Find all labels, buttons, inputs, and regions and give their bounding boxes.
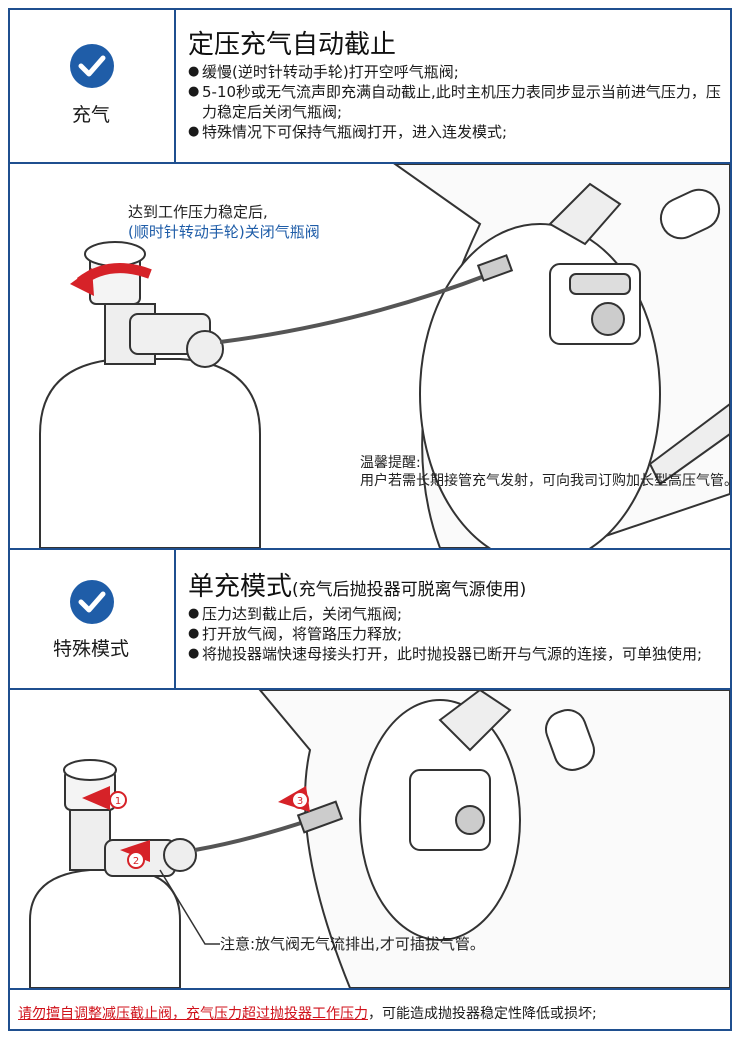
- step-number: 2: [133, 856, 139, 867]
- reminder-title: 温馨提醒:: [360, 455, 421, 471]
- footer-warning: 请勿擅自调整减压截止阀，充气压力超过抛投器工作压力，可能造成抛投器稳定性降低或损…: [18, 1003, 597, 1023]
- list-item: 缓慢(逆时针转动手轮)打开空呼气瓶阀;: [188, 62, 728, 82]
- check-circle-icon: [70, 44, 114, 88]
- single-charge-diagram: 1 2 3: [29, 690, 730, 988]
- divider: [8, 688, 732, 690]
- reminder-note: 温馨提醒: 用户若需长期接管充气发射，可向我司订购加长型高压气管。: [360, 454, 730, 490]
- list-item: 打开放气阀，将管路压力释放;: [188, 624, 728, 644]
- step-number: 1: [115, 796, 121, 807]
- reminder-body: 用户若需长期接管充气发射，可向我司订购加长型高压气管。: [360, 473, 730, 489]
- divider: [174, 548, 176, 690]
- list-item: 5-10秒或无气流声即充满自动截止,此时主机压力表同步显示当前进气压力，压力稳定…: [188, 82, 728, 122]
- mode-label-charge: 充气: [71, 104, 110, 126]
- charging-diagram: [39, 164, 730, 548]
- divider: [8, 548, 732, 550]
- list-item: 压力达到截止后，关闭气瓶阀;: [188, 604, 728, 624]
- callout-line: 达到工作压力稳定后,: [128, 203, 268, 221]
- title-main: 单充模式: [188, 572, 293, 602]
- illustration-charging: 达到工作压力稳定后, (顺时针转动手轮)关闭气瓶阀 温馨提醒: 用户若需长期接管…: [10, 164, 730, 548]
- section-title-special: 单充模式(充气后抛投器可脱离气源使用): [188, 566, 526, 603]
- check-circle-icon: [70, 580, 114, 624]
- callout-line: (顺时针转动手轮)关闭气瓶阀: [128, 223, 320, 241]
- divider: [8, 162, 732, 164]
- divider: [174, 8, 176, 164]
- page-frame: [8, 8, 732, 1031]
- mode-label-special: 特殊模式: [52, 638, 129, 660]
- list-item: 将抛投器端快速母接头打开，此时抛投器已断开与气源的连接，可单独使用;: [188, 644, 728, 664]
- charge-steps: 缓慢(逆时针转动手轮)打开空呼气瓶阀; 5-10秒或无气流声即充满自动截止,此时…: [188, 62, 728, 142]
- consequence-text: ，可能造成抛投器稳定性降低或损坏;: [368, 1006, 597, 1022]
- warning-text: 请勿擅自调整减压截止阀，充气压力超过抛投器工作压力: [18, 1006, 368, 1022]
- illustration-single-charge: 1 2 3 注意:放气阀无气流排出,才可插拔气管。: [10, 690, 730, 988]
- section-title-charge: 定压充气自动截止: [188, 30, 397, 60]
- title-note: (充气后抛投器可脱离气源使用): [292, 580, 527, 600]
- list-item: 特殊情况下可保持气瓶阀打开，进入连发模式;: [188, 122, 728, 142]
- step-number: 3: [297, 796, 303, 807]
- close-valve-callout: 达到工作压力稳定后, (顺时针转动手轮)关闭气瓶阀: [128, 202, 320, 242]
- divider: [8, 988, 732, 990]
- unplug-note: 注意:放气阀无气流排出,才可插拔气管。: [220, 935, 485, 953]
- special-steps: 压力达到截止后，关闭气瓶阀; 打开放气阀，将管路压力释放; 将抛投器端快速母接头…: [188, 604, 728, 664]
